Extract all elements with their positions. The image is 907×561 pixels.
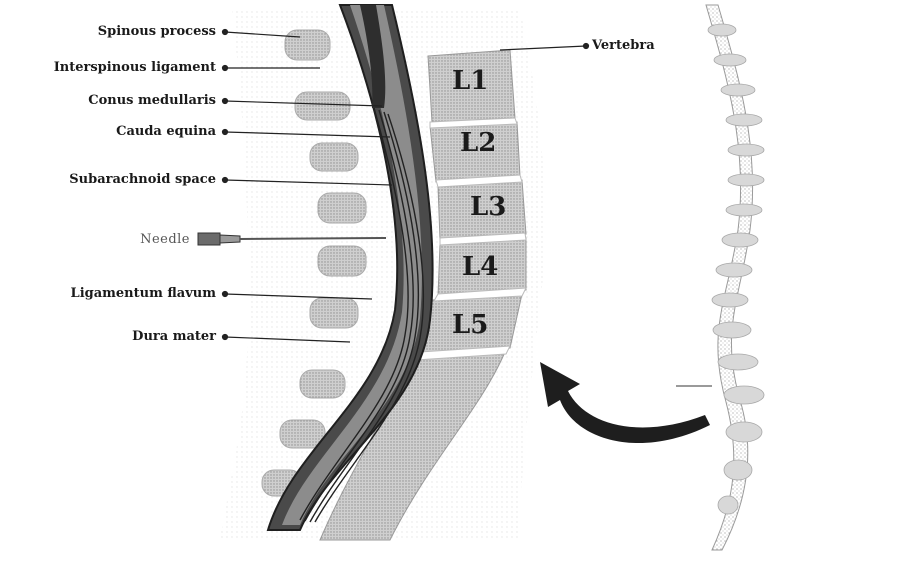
full-spine-silhouette xyxy=(676,5,764,550)
vertebra-label-l4: L4 xyxy=(462,252,498,282)
label-spinous-process: Spinous process xyxy=(20,24,216,40)
label-interspinous-ligament: Interspinous ligament xyxy=(0,60,216,76)
label-subarachnoid-space: Subarachnoid space xyxy=(10,172,216,188)
vertebra-label-l2: L2 xyxy=(460,128,496,158)
vertebra-label-l3: L3 xyxy=(470,192,506,222)
curved-arrow xyxy=(540,362,710,443)
label-ligamentum-flavum: Ligamentum flavum xyxy=(10,286,216,302)
label-conus-medullaris: Conus medullaris xyxy=(20,93,216,109)
vertebra-label-l5: L5 xyxy=(452,310,488,340)
vertebra-label-l1: L1 xyxy=(452,66,488,96)
label-dura-mater: Dura mater xyxy=(20,329,216,345)
label-cauda-equina: Cauda equina xyxy=(20,124,216,140)
label-vertebra: Vertebra xyxy=(592,38,655,54)
label-needle: Needle xyxy=(60,232,190,248)
